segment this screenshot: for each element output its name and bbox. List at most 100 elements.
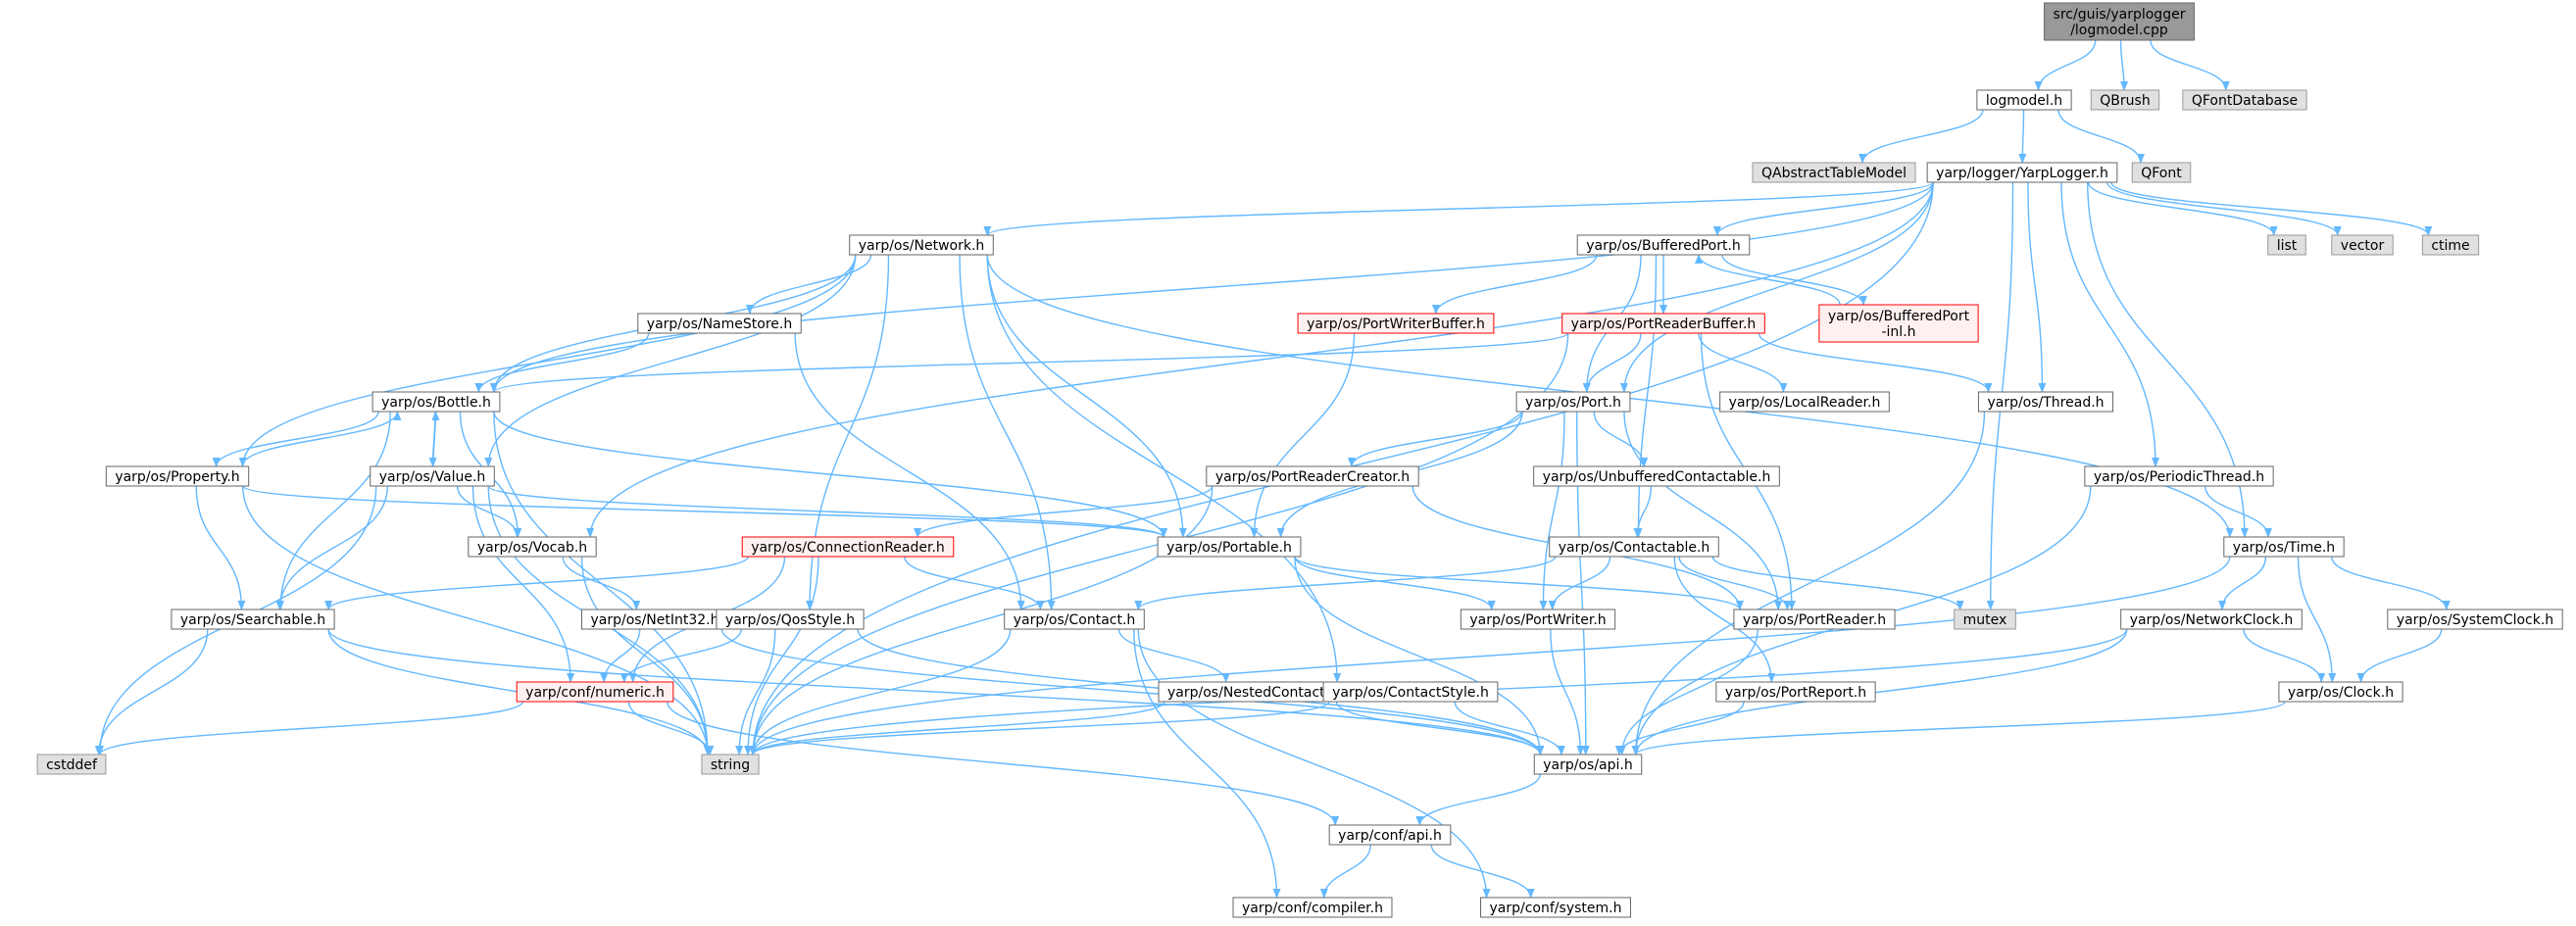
node-box [1460, 609, 1616, 630]
edge-contactable-to-portwriter [1548, 556, 1611, 610]
edge-property-to-searchable [195, 485, 246, 610]
node-box [2120, 609, 2303, 630]
node-portable[interactable]: yarp/os/Portable.h [1157, 536, 1302, 558]
node-unbufcontactable[interactable]: yarp/os/UnbufferedContactable.h [1533, 465, 1780, 487]
node-property[interactable]: yarp/os/Property.h [105, 465, 250, 487]
node-portreader[interactable]: yarp/os/PortReader.h [1733, 609, 1896, 630]
node-box [1926, 162, 2118, 183]
node-vector[interactable]: vector [2331, 234, 2394, 256]
node-label: yarp/os/Contactable.h [1559, 540, 1710, 556]
edge-logmodel-to-qfont [2057, 109, 2145, 164]
node-box [1576, 234, 1751, 256]
node-connreader[interactable]: yarp/os/ConnectionReader.h [741, 536, 955, 558]
edge-yarplogger-to-vocab [586, 181, 1934, 538]
node-netint32[interactable]: yarp/os/NetInt32.h [580, 609, 729, 630]
node-ctime[interactable]: ctime [2421, 234, 2480, 256]
node-qfont[interactable]: QFont [2131, 162, 2192, 183]
node-root[interactable]: src/guis/yarplogger/logmodel.cpp [2044, 2, 2195, 41]
node-box [1954, 609, 2016, 630]
edge-root-to-logmodel [2034, 39, 2097, 91]
node-thread[interactable]: yarp/os/Thread.h [1977, 391, 2114, 413]
node-vocab[interactable]: yarp/os/Vocab.h [468, 536, 597, 558]
edge-bufport-to-portwriterbuf [1431, 254, 1598, 315]
node-label: /logmodel.cpp [2070, 23, 2168, 38]
edge-network-to-portable [986, 254, 1187, 538]
node-portwriter[interactable]: yarp/os/PortWriter.h [1460, 609, 1616, 630]
node-qbrush[interactable]: QBrush [2090, 89, 2160, 111]
edge-bottle-to-property [212, 411, 379, 467]
edge-yarplogger-to-periodicthread [2060, 181, 2159, 467]
node-osapi[interactable]: yarp/os/api.h [1533, 754, 1643, 775]
node-label: yarp/os/NestedContact.h [1167, 685, 1338, 701]
node-mutex[interactable]: mutex [1954, 609, 2016, 630]
node-contactable[interactable]: yarp/os/Contactable.h [1549, 536, 1719, 558]
edge-netint32-to-numeric [600, 628, 641, 683]
node-port[interactable]: yarp/os/Port.h [1515, 391, 1631, 413]
edge-bufport-to-contactable [1634, 254, 1658, 538]
node-contact[interactable]: yarp/os/Contact.h [1004, 609, 1145, 630]
node-network[interactable]: yarp/os/Network.h [849, 234, 994, 256]
node-portreport[interactable]: yarp/os/PortReport.h [1715, 681, 1876, 703]
node-box [372, 391, 501, 413]
node-label: yarp/os/PortWriter.h [1469, 612, 1606, 628]
node-clock[interactable]: yarp/os/Clock.h [2278, 681, 2403, 703]
node-portreaderbuf[interactable]: yarp/os/PortReaderBuffer.h [1561, 313, 1765, 334]
node-label: yarp/os/PortReaderCreator.h [1215, 469, 1410, 485]
node-numeric[interactable]: yarp/conf/numeric.h [516, 681, 674, 703]
node-namestore[interactable]: yarp/os/NameStore.h [637, 313, 802, 334]
node-label: yarp/os/Value.h [379, 469, 486, 485]
node-box [1976, 89, 2072, 111]
node-label: yarp/os/ConnectionReader.h [751, 540, 945, 556]
node-box [1533, 465, 1780, 487]
node-list[interactable]: list [2267, 234, 2306, 256]
node-systemclock[interactable]: yarp/os/SystemClock.h [2387, 609, 2563, 630]
node-confapi[interactable]: yarp/conf/api.h [1328, 824, 1452, 846]
node-box [2331, 234, 2394, 256]
node-localreader[interactable]: yarp/os/LocalReader.h [1719, 391, 1890, 413]
node-label: QAbstractTableModel [1761, 166, 1907, 181]
node-label: vector [2341, 238, 2385, 254]
edge-portwriterbuf-to-portable [1250, 332, 1356, 538]
node-qfontdb[interactable]: QFontDatabase [2182, 89, 2307, 111]
edge-confapi-to-system [1430, 844, 1535, 899]
node-box [1322, 681, 1499, 703]
node-portreadercreator[interactable]: yarp/os/PortReaderCreator.h [1206, 465, 1419, 487]
node-bufportinl[interactable]: yarp/os/BufferedPort-inl.h [1818, 304, 1979, 343]
node-networkclock[interactable]: yarp/os/NetworkClock.h [2120, 609, 2303, 630]
node-label: yarp/os/PortReport.h [1725, 685, 1866, 701]
edge-yarplogger-to-thread [2027, 181, 2047, 393]
node-bottle[interactable]: yarp/os/Bottle.h [372, 391, 501, 413]
node-string[interactable]: string [701, 754, 760, 775]
node-portwriterbuf[interactable]: yarp/os/PortWriterBuffer.h [1297, 313, 1495, 334]
edge-numeric-to-confapi [667, 701, 1340, 826]
node-time[interactable]: yarp/os/Time.h [2223, 536, 2345, 558]
node-cstddef[interactable]: cstddef [36, 754, 107, 775]
node-bufport[interactable]: yarp/os/BufferedPort.h [1576, 234, 1751, 256]
node-label: yarp/os/Thread.h [1987, 395, 2104, 411]
node-yarplogger[interactable]: yarp/logger/YarpLogger.h [1926, 162, 2118, 183]
node-qatm[interactable]: QAbstractTableModel [1752, 162, 1916, 183]
node-box [1480, 897, 1631, 918]
edge-network-to-namestore [745, 254, 872, 315]
node-label: yarp/os/NetworkClock.h [2130, 612, 2294, 628]
node-compiler[interactable]: yarp/conf/compiler.h [1232, 897, 1393, 918]
node-system[interactable]: yarp/conf/system.h [1480, 897, 1631, 918]
edge-portreaderbuf-to-port [1582, 332, 1642, 393]
node-label: yarp/os/BufferedPort [1828, 309, 1970, 324]
node-nestedcontact[interactable]: yarp/os/NestedContact.h [1158, 681, 1348, 703]
edge-logmodel-to-qatm [1858, 109, 1984, 164]
node-box [2421, 234, 2480, 256]
edge-networkclock-to-clock [2243, 628, 2326, 683]
node-box [849, 234, 994, 256]
node-label: yarp/os/LocalReader.h [1729, 395, 1881, 411]
node-contactstyle[interactable]: yarp/os/ContactStyle.h [1322, 681, 1499, 703]
node-value[interactable]: yarp/os/Value.h [370, 465, 495, 487]
node-label: yarp/os/NetInt32.h [590, 612, 718, 628]
node-label: yarp/os/PortReaderBuffer.h [1571, 317, 1757, 332]
node-searchable[interactable]: yarp/os/Searchable.h [171, 609, 335, 630]
node-periodicthread[interactable]: yarp/os/PeriodicThread.h [2084, 465, 2274, 487]
node-label: yarp/os/Searchable.h [180, 612, 325, 628]
node-qosstyle[interactable]: yarp/os/QosStyle.h [716, 609, 865, 630]
edge-portreaderbuf-to-localreader [1698, 332, 1788, 393]
node-logmodel[interactable]: logmodel.h [1976, 89, 2072, 111]
